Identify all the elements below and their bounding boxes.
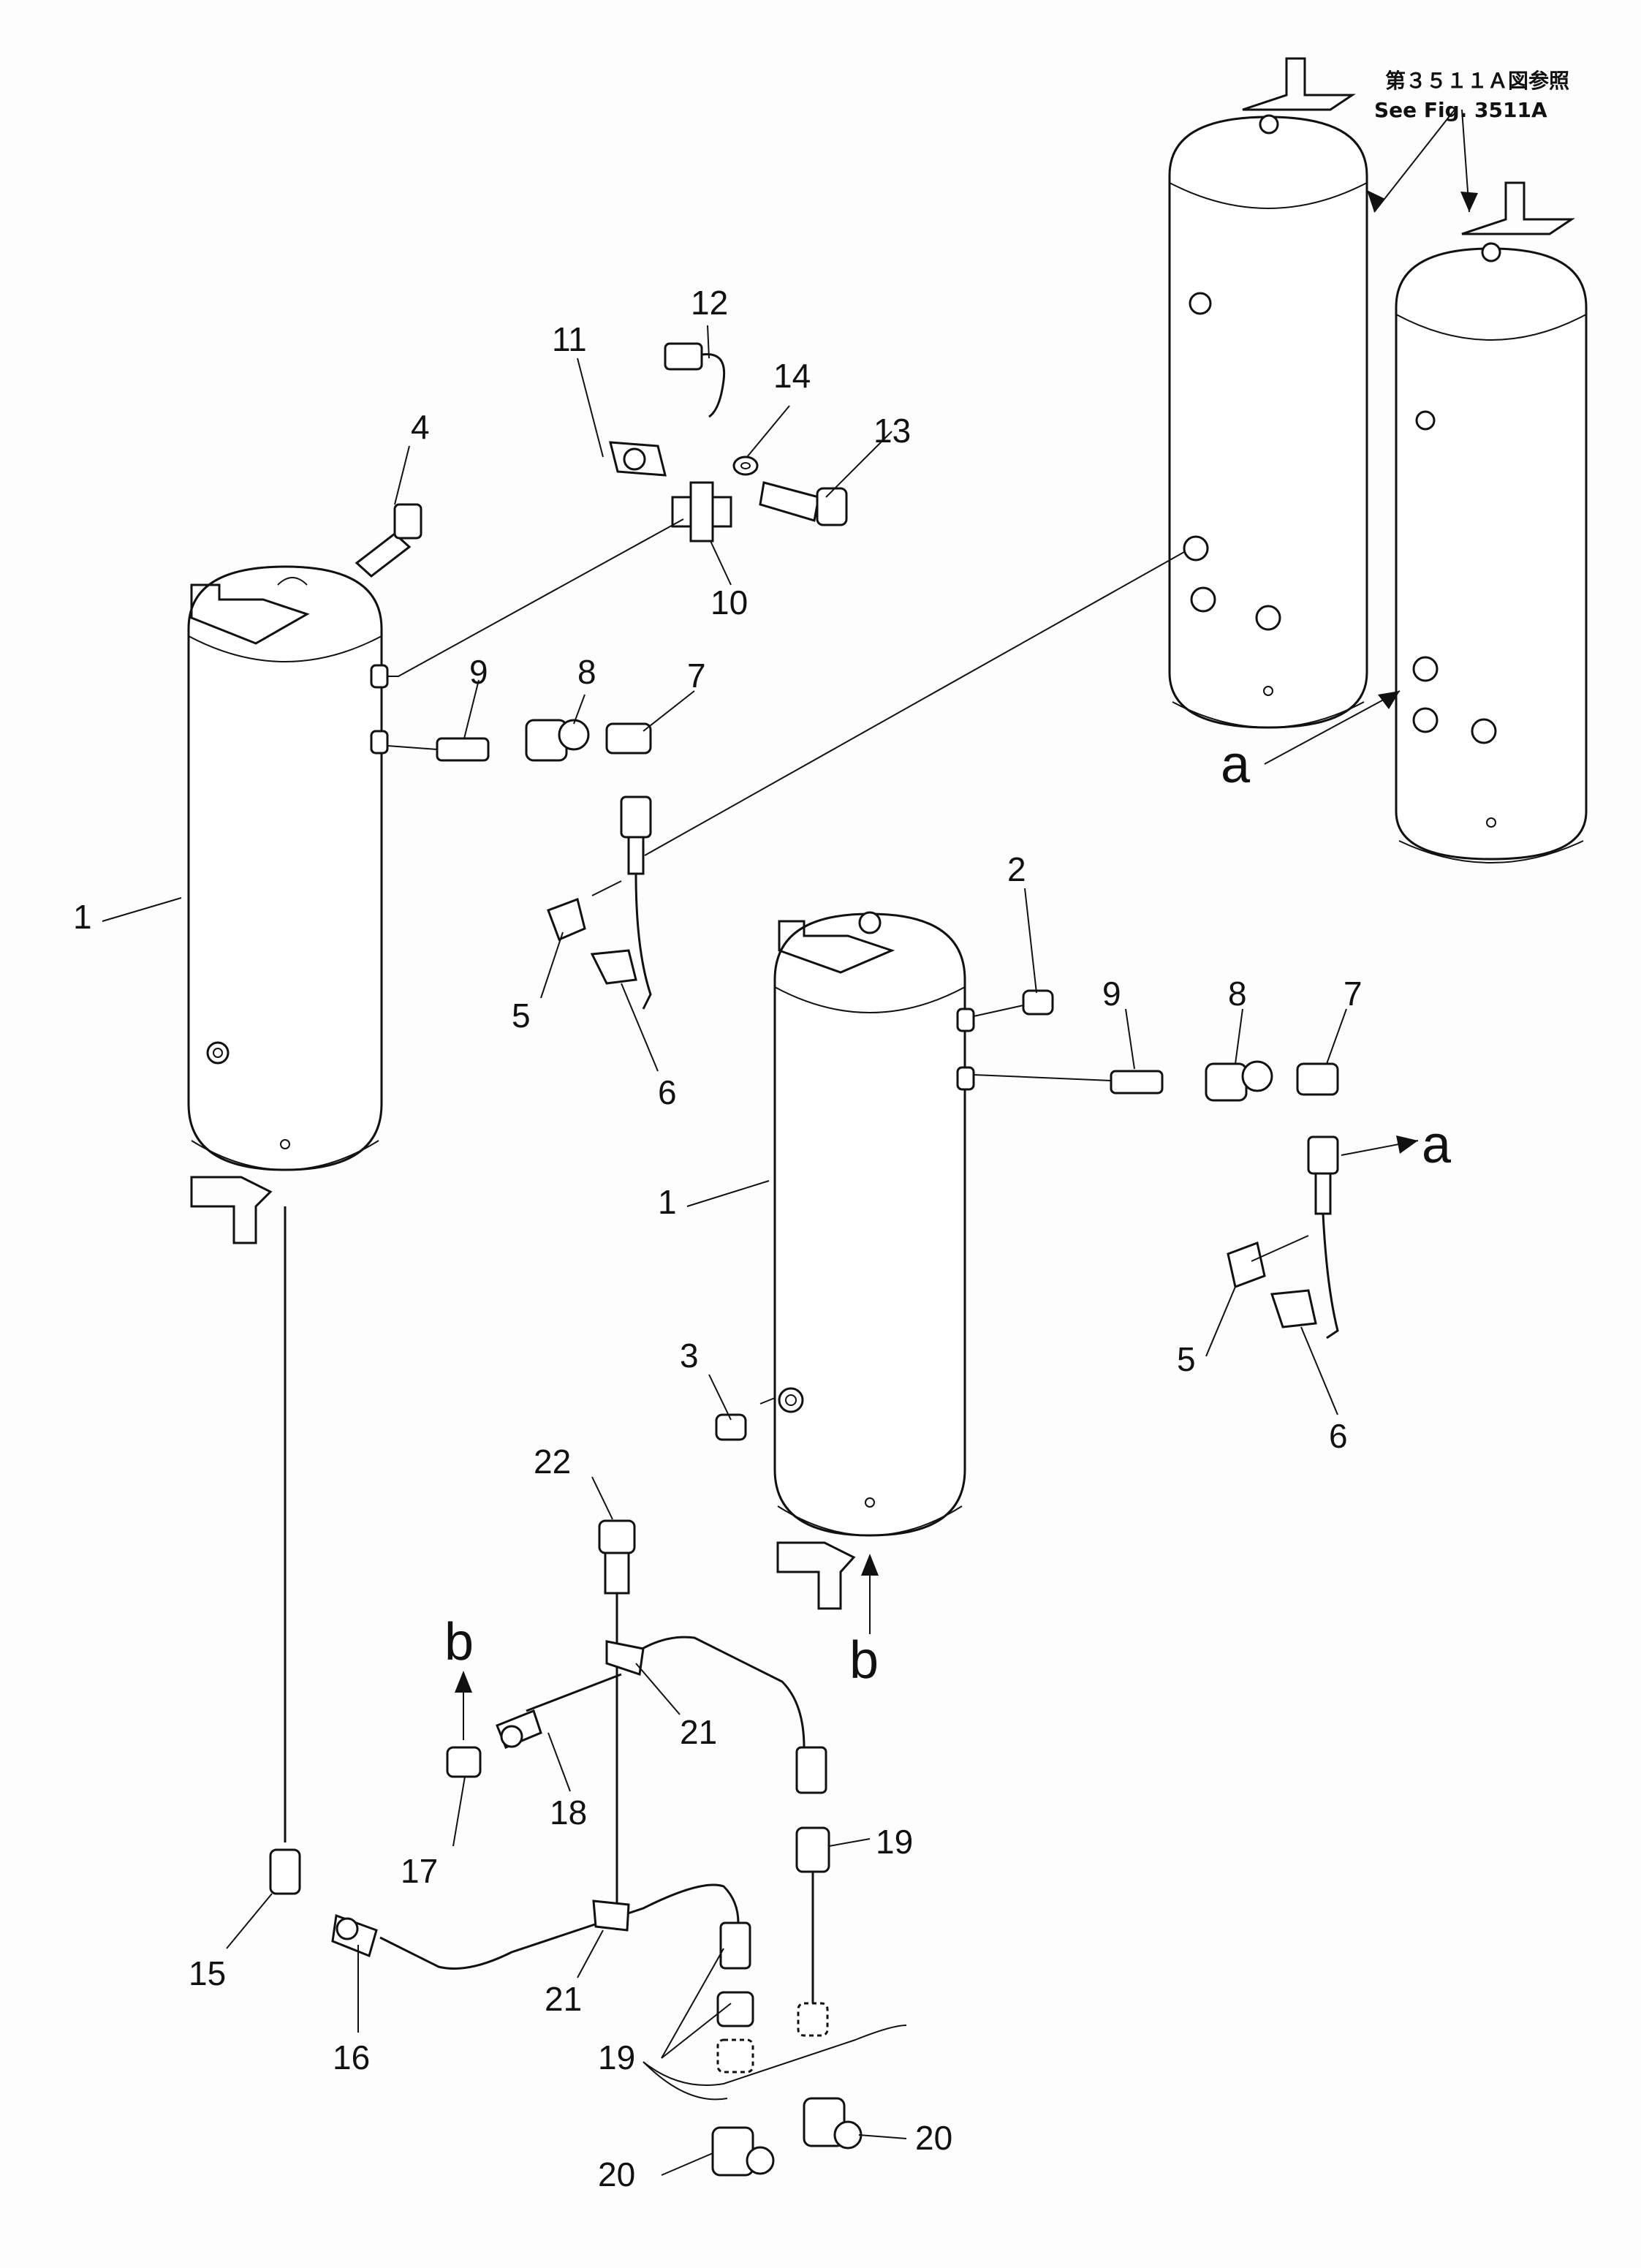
fitting-14-washer (732, 456, 759, 476)
callout-3: 3 (680, 1337, 699, 1375)
fitting-4-bolt (355, 503, 422, 578)
clamp-21-upper (605, 1640, 645, 1676)
clamp-21-lower (592, 1900, 630, 1932)
arrowheads (455, 190, 1478, 1740)
hose-assembly-upper (547, 795, 652, 1010)
fitting-12-elbow (664, 342, 726, 418)
hose-18 (496, 1709, 542, 1749)
callout-19-upper: 19 (876, 1823, 913, 1861)
reference-jp: 第３５１１Ａ図参照 (1385, 69, 1569, 93)
break-line (643, 2025, 907, 2101)
callout-16: 16 (333, 2038, 370, 2076)
callout-14: 14 (773, 357, 811, 395)
callout-13: 13 (873, 412, 911, 450)
ref-letter-a-right: a (1422, 1116, 1452, 1174)
reference-en: See Fig. 3511A (1374, 98, 1547, 122)
callout-5-upper: 5 (512, 997, 531, 1035)
callout-6-upper: 6 (658, 1073, 677, 1111)
callout-19-lower: 19 (598, 2038, 635, 2076)
callout-9-left: 9 (469, 653, 488, 691)
fitting-7-elbow-left (605, 722, 652, 755)
callout-9-right: 9 (1102, 975, 1121, 1013)
callout-22: 22 (534, 1443, 571, 1481)
fitting-22-bolt (598, 1519, 636, 1595)
callout-18: 18 (550, 1793, 587, 1832)
pipe-lines (284, 1206, 806, 1970)
callout-6-right: 6 (1329, 1417, 1348, 1455)
fitting-10-tee (671, 481, 732, 543)
connection-lines (387, 518, 1309, 1405)
hose-16-end (331, 1913, 378, 1958)
air-tank-left (187, 565, 389, 1244)
callout-5-right: 5 (1177, 1340, 1196, 1378)
callout-7-right: 7 (1344, 975, 1363, 1013)
callout-21-lower: 21 (545, 1980, 582, 2018)
fitting-19-lower (716, 1921, 754, 2074)
air-tank-right-back (1168, 57, 1368, 729)
callout-21-upper: 21 (680, 1713, 717, 1751)
fitting-9-nipple-right (1110, 1070, 1164, 1095)
hose-assembly-right (1227, 1135, 1339, 1339)
callout-11: 11 (552, 320, 587, 358)
fitting-15-elbow (269, 1848, 301, 1895)
ref-letter-b-left: b (444, 1613, 474, 1671)
fitting-9-nipple-left (436, 737, 490, 762)
air-tank-middle (773, 911, 975, 1610)
callout-2: 2 (1007, 850, 1026, 888)
air-tank-right-front (1395, 181, 1588, 863)
fitting-3-plug (715, 1413, 747, 1441)
fitting-7-elbow-right (1296, 1062, 1339, 1096)
callout-8-left: 8 (577, 653, 596, 691)
fitting-19-upper (795, 1746, 830, 2037)
fitting-8-valve-left (525, 719, 590, 762)
callout-8-right: 8 (1228, 975, 1247, 1013)
fitting-2-plug (1022, 989, 1054, 1016)
callout-15: 15 (189, 1954, 226, 1992)
callout-20-right: 20 (915, 2119, 952, 2157)
fitting-11-hose-end (609, 441, 667, 477)
callout-10: 10 (710, 583, 748, 621)
ref-letter-a-upper: a (1221, 736, 1251, 794)
callout-17: 17 (401, 1852, 438, 1890)
callout-7-left: 7 (687, 657, 706, 695)
fitting-13-bolt (759, 481, 848, 526)
fitting-8-valve-right (1205, 1060, 1273, 1102)
fitting-17-elbow (446, 1746, 482, 1778)
callout-20-left: 20 (598, 2155, 635, 2193)
callout-12: 12 (691, 284, 728, 322)
ref-letter-b-middle: b (849, 1631, 879, 1690)
callout-4: 4 (411, 408, 430, 446)
fitting-20-left (711, 2126, 775, 2177)
fitting-20-right (803, 2097, 863, 2150)
callout-1-left: 1 (73, 898, 92, 936)
callout-1-middle: 1 (658, 1183, 677, 1221)
